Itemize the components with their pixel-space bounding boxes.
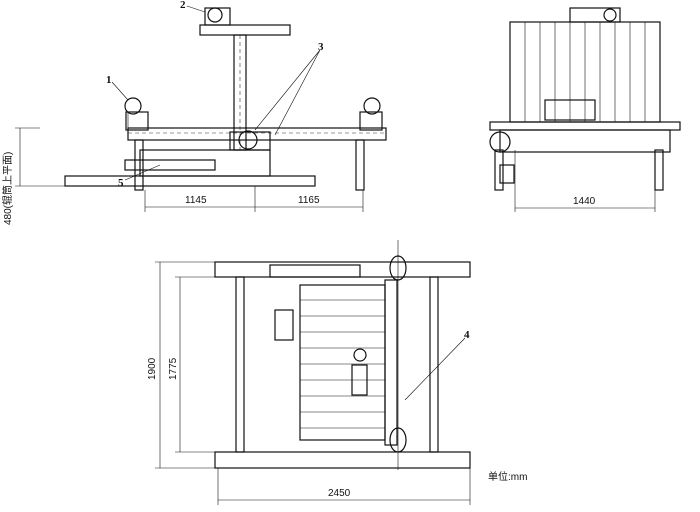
unit-note: 单位:mm xyxy=(488,470,527,483)
dim-plan-length: 2450 xyxy=(328,488,351,499)
side-view xyxy=(489,7,681,212)
callout-4: 4 xyxy=(464,329,470,341)
motor-1 xyxy=(124,97,142,115)
callout-1: 1 xyxy=(106,74,112,86)
dim-height: 480(辊筒上平面) xyxy=(1,152,14,225)
dim-plan-inner: 1775 xyxy=(168,357,179,380)
callout-5: 5 xyxy=(118,177,124,189)
callout-2: 2 xyxy=(180,0,186,11)
dim-right-span: 1165 xyxy=(298,195,320,206)
dim-left-span: 1145 xyxy=(185,195,207,206)
dim-plan-outer: 1900 xyxy=(147,357,158,380)
plan-view xyxy=(155,240,471,505)
dim-side-width: 1440 xyxy=(573,196,596,207)
front-view xyxy=(15,5,387,212)
callout-3: 3 xyxy=(318,41,324,53)
